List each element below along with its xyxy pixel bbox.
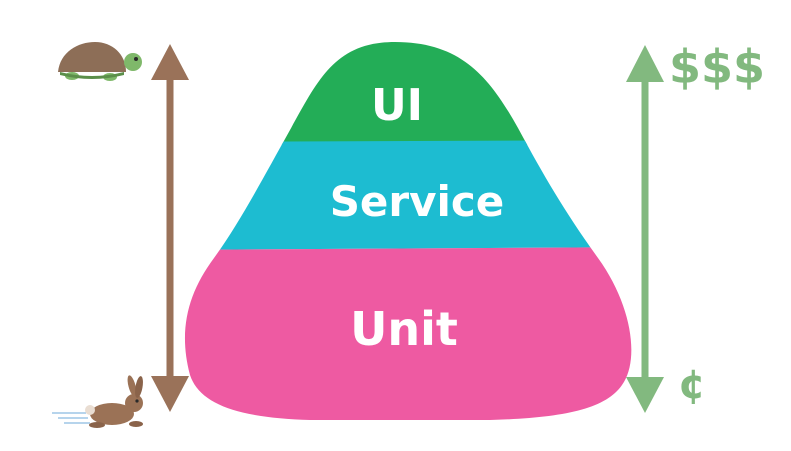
cost-axis-arrowhead-bottom (626, 377, 664, 413)
rabbit-icon (52, 375, 143, 428)
turtle-shell (58, 42, 126, 72)
cost-axis-arrowhead-top (626, 45, 664, 82)
layer-ui-label: UI (371, 80, 423, 131)
rabbit-leg-front (129, 421, 143, 427)
speed-axis-arrow (151, 44, 189, 412)
rabbit-ear-1 (127, 375, 137, 397)
layer-unit-label: Unit (350, 302, 458, 356)
rabbit-ear-2 (135, 376, 143, 398)
cost-bottom-label: ¢ (678, 362, 706, 408)
rabbit-leg-back (89, 422, 105, 428)
layer-service-label: Service (330, 177, 505, 226)
turtle-eye (134, 57, 138, 61)
turtle-icon (58, 42, 142, 81)
turtle-shell-rim (60, 72, 124, 79)
cost-axis-arrow (626, 45, 664, 413)
rabbit-head (125, 394, 143, 412)
cost-top-label: $$$ (669, 40, 765, 94)
rabbit-body (90, 403, 134, 425)
speed-axis-arrowhead-bottom (151, 376, 189, 412)
rabbit-eye (135, 399, 139, 403)
turtle-head (124, 53, 142, 71)
layer-unit-shape (184, 247, 632, 420)
speed-axis-arrowhead-top (151, 44, 189, 80)
rabbit-tail (85, 405, 95, 415)
